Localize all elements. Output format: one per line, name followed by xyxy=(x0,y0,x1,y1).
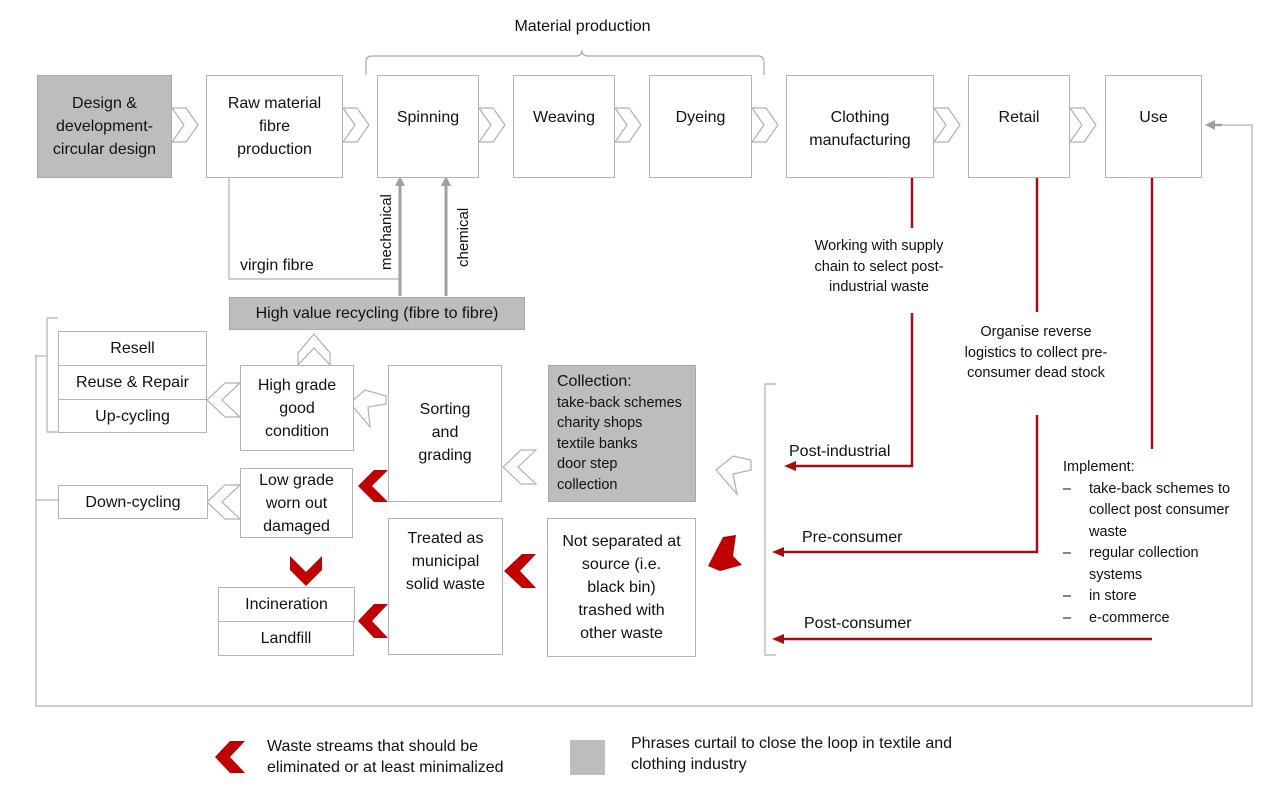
waste-chevron-icon xyxy=(290,556,322,586)
waste-chevron-icon xyxy=(358,604,388,638)
chevron-left-icon xyxy=(206,484,242,520)
weaving-label: Weaving xyxy=(533,109,595,126)
chevron-right-icon xyxy=(170,107,199,143)
high-value-recycling-label: High value recycling (fibre to fibre) xyxy=(255,305,499,322)
waste-chevron-icon xyxy=(708,535,742,571)
collection-item: collection xyxy=(557,476,618,493)
dyeing-label: Dyeing xyxy=(675,109,726,126)
clothing-manufacturing-box[interactable]: Clothing manufacturing xyxy=(786,75,934,178)
implement-title: Implement: xyxy=(1063,459,1135,475)
low-grade-label: Low grade worn out damaged xyxy=(259,471,334,535)
upcycling-label: Up-cycling xyxy=(95,407,170,425)
implement-item: –e-commerce xyxy=(1063,609,1170,626)
pre-consumer-label: Pre-consumer xyxy=(802,529,903,546)
legend-grey-swatch xyxy=(570,740,605,775)
chevron-left-icon xyxy=(206,382,242,418)
landfill-box[interactable]: Landfill xyxy=(218,621,354,656)
resell-box[interactable]: Resell xyxy=(58,331,207,366)
municipal-waste-box[interactable]: Treated as municipal solid waste xyxy=(388,518,503,655)
streams-bracket xyxy=(764,383,776,656)
waste-chevron-icon xyxy=(358,470,388,502)
clothing-manufacturing-label: Clothing manufacturing xyxy=(809,109,911,149)
chevron-right-icon xyxy=(1068,107,1097,143)
downcycling-label: Down-cycling xyxy=(85,493,181,511)
waste-chevron-icon xyxy=(504,554,536,588)
outcome-bracket xyxy=(46,317,58,433)
implement-item: –regular collection systems xyxy=(1063,545,1199,583)
material-production-label: Material production xyxy=(514,18,651,35)
reuse-repair-label: Reuse & Repair xyxy=(76,374,189,391)
incineration-label: Incineration xyxy=(245,596,328,613)
high-grade-box[interactable]: High grade good condition xyxy=(240,365,354,451)
not-separated-box[interactable]: Not separated at source (i.e. black bin)… xyxy=(547,518,696,657)
chevron-up-icon xyxy=(297,333,331,367)
chevron-right-icon xyxy=(750,107,779,143)
chevron-right-icon xyxy=(477,107,506,143)
low-grade-box[interactable]: Low grade worn out damaged xyxy=(240,468,353,538)
supply-chain-note: Working with supply chain to select post… xyxy=(800,236,958,298)
implement-item: –in store xyxy=(1063,588,1137,604)
reverse-logistics-note: Organise reverse logistics to collect pr… xyxy=(963,322,1109,384)
chemical-label: chemical xyxy=(455,207,472,267)
chevron-left-icon xyxy=(502,449,538,485)
raw-material-box[interactable]: Raw material fibre production xyxy=(206,75,343,178)
collection-box[interactable]: Collection: take-back schemes charity sh… xyxy=(548,365,696,502)
mechanical-label: mechanical xyxy=(378,194,395,270)
collection-title: Collection: xyxy=(557,373,632,390)
retail-box[interactable]: Retail xyxy=(968,75,1070,178)
dyeing-box[interactable]: Dyeing xyxy=(649,75,752,178)
incineration-box[interactable]: Incineration xyxy=(218,587,355,622)
collection-item: textile banks xyxy=(557,435,638,452)
high-grade-label: High grade good condition xyxy=(257,376,337,440)
landfill-label: Landfill xyxy=(260,630,312,647)
use-box[interactable]: Use xyxy=(1105,75,1202,178)
spinning-box[interactable]: Spinning xyxy=(377,75,479,178)
post-industrial-label: Post-industrial xyxy=(789,443,891,460)
implement-item: –take-back schemes to collect post consu… xyxy=(1063,480,1231,540)
not-separated-label: Not separated at source (i.e. black bin)… xyxy=(562,533,681,642)
sorting-grading-label: Sorting and grading xyxy=(418,401,472,464)
collection-item: door step xyxy=(557,456,618,472)
material-production-bracket xyxy=(365,49,765,75)
raw-material-label: Raw material fibre production xyxy=(227,95,322,158)
collection-item: charity shops xyxy=(557,415,643,431)
retail-label: Retail xyxy=(998,109,1040,126)
downcycling-box[interactable]: Down-cycling xyxy=(58,485,208,519)
municipal-waste-label: Treated as municipal solid waste xyxy=(405,530,486,593)
weaving-box[interactable]: Weaving xyxy=(513,75,615,178)
chevron-right-icon xyxy=(613,107,642,143)
spinning-label: Spinning xyxy=(396,109,460,126)
reuse-repair-box[interactable]: Reuse & Repair xyxy=(58,365,207,400)
implement-list: Implement: –take-back schemes to collect… xyxy=(1063,457,1233,629)
legend-waste-streams-text: Waste streams that should be eliminated … xyxy=(267,738,504,776)
legend-waste-chevron-icon xyxy=(215,741,245,773)
use-label: Use xyxy=(1139,109,1168,126)
chevron-diagonal-icon xyxy=(715,455,752,497)
chevron-right-icon xyxy=(341,107,370,143)
sorting-grading-box[interactable]: Sorting and grading xyxy=(388,365,502,502)
chevron-right-icon xyxy=(932,107,961,143)
upcycling-box[interactable]: Up-cycling xyxy=(58,399,207,433)
high-value-recycling-box[interactable]: High value recycling (fibre to fibre) xyxy=(229,297,525,330)
post-consumer-label: Post-consumer xyxy=(804,615,912,632)
chevron-diagonal-icon xyxy=(349,389,387,429)
design-box[interactable]: Design & development- circular design xyxy=(37,75,172,178)
design-label: Design & development- circular design xyxy=(52,95,157,158)
legend-phrases-text: Phrases curtail to close the loop in tex… xyxy=(631,735,953,773)
resell-label: Resell xyxy=(110,340,155,357)
collection-item: take-back schemes xyxy=(557,394,682,411)
virgin-fibre-label: virgin fibre xyxy=(240,257,314,274)
